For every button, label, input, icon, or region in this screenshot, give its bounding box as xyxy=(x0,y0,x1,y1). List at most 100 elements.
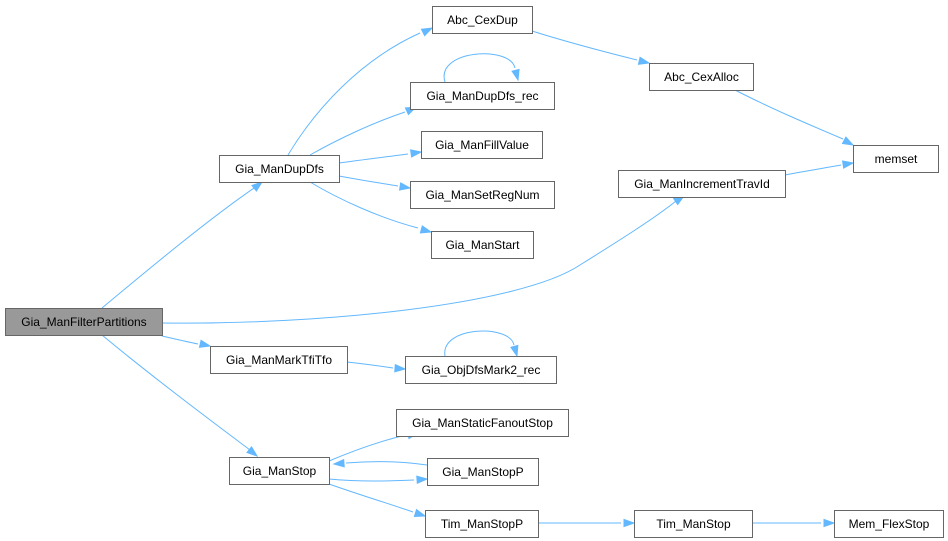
node-memset[interactable]: memset xyxy=(853,145,939,173)
node-box[interactable] xyxy=(432,6,533,34)
edge-timstop-to-memflex xyxy=(752,518,836,528)
node-layer: Gia_ManFilterPartitions Gia_ManDupDfs Abc_… xyxy=(5,6,944,538)
node-box[interactable] xyxy=(219,155,340,183)
edge-arrowhead xyxy=(246,446,259,457)
node-label[interactable]: Gia_ManStaticFanoutStop xyxy=(412,416,553,430)
edge-root-to-marktfi xyxy=(161,335,212,348)
node-label[interactable]: Gia_ManFillValue xyxy=(435,138,529,152)
edge-manstop-to-manstopp xyxy=(328,475,429,485)
node-dupdfs[interactable]: Gia_ManDupDfs xyxy=(219,155,340,183)
edge-dupdfs-to-start xyxy=(309,181,433,234)
edge-line xyxy=(346,361,394,369)
node-box[interactable] xyxy=(427,458,539,486)
node-setregnum[interactable]: Gia_ManSetRegNum xyxy=(410,181,555,209)
node-box[interactable] xyxy=(853,145,939,173)
edge-manstopp-to-manstop xyxy=(332,458,428,468)
node-label[interactable]: Mem_FlexStop xyxy=(849,517,930,531)
edge-line xyxy=(328,483,414,513)
node-label[interactable]: Gia_ManMarkTfiTfo xyxy=(226,353,332,367)
edge-line xyxy=(309,181,419,229)
edge-layer xyxy=(101,27,855,528)
edge-timstopp-to-timstop xyxy=(538,518,636,528)
node-label[interactable]: Gia_ObjDfsMark2_rec xyxy=(422,363,541,377)
node-timstopp[interactable]: Tim_ManStopP xyxy=(425,510,539,538)
node-inctravid[interactable]: Gia_ManIncrementTravId xyxy=(618,170,786,198)
node-label[interactable]: Gia_ManStopP xyxy=(442,465,523,479)
node-start[interactable]: Gia_ManStart xyxy=(431,231,534,259)
edge-line xyxy=(287,32,421,156)
edge-cexdup-to-cexalloc xyxy=(531,30,651,65)
node-cexdup[interactable]: Abc_CexDup xyxy=(432,6,533,34)
edge-dfsmark2-to-dfsmark2 xyxy=(444,330,519,358)
edge-dupdfsrec-to-dupdfsrec xyxy=(443,53,520,83)
edge-arrowhead xyxy=(251,181,264,192)
node-box[interactable] xyxy=(410,181,555,209)
edge-dupdfs-to-fillvalue xyxy=(338,149,423,164)
node-staticfanout[interactable]: Gia_ManStaticFanoutStop xyxy=(396,409,569,437)
node-box[interactable] xyxy=(618,170,786,198)
edge-line xyxy=(328,434,407,462)
node-dfsmark2[interactable]: Gia_ObjDfsMark2_rec xyxy=(405,356,557,384)
edge-cexalloc-to-memset xyxy=(734,89,855,146)
node-box[interactable] xyxy=(396,409,569,437)
edge-arrowhead xyxy=(510,344,519,358)
node-box[interactable] xyxy=(210,346,348,374)
edge-line xyxy=(444,330,515,357)
edge-root-to-inctravid xyxy=(161,195,686,324)
edge-dupdfs-to-dupdfsrec xyxy=(309,106,418,156)
edge-arrowhead xyxy=(511,68,520,82)
edge-line xyxy=(161,335,199,345)
node-marktfi[interactable]: Gia_ManMarkTfiTfo xyxy=(210,346,348,374)
node-manstopp[interactable]: Gia_ManStopP xyxy=(427,458,539,486)
node-label[interactable]: Gia_ManDupDfs_rec xyxy=(426,89,538,103)
edge-line xyxy=(734,89,844,140)
edge-line xyxy=(101,334,251,451)
node-dupdfsrec[interactable]: Gia_ManDupDfs_rec xyxy=(410,82,555,110)
edge-arrowhead xyxy=(416,475,429,485)
edge-arrowhead xyxy=(637,56,651,65)
node-label[interactable]: Gia_ManDupDfs xyxy=(235,162,324,176)
node-label[interactable]: Gia_ManIncrementTravId xyxy=(634,177,770,191)
edge-arrowhead xyxy=(419,225,433,234)
edge-line xyxy=(443,53,516,83)
node-cexalloc[interactable]: Abc_CexAlloc xyxy=(649,63,754,91)
edge-dupdfs-to-cexdup xyxy=(287,27,434,156)
edge-root-to-dupdfs xyxy=(101,181,264,309)
node-box[interactable] xyxy=(5,308,163,336)
node-label[interactable]: Abc_CexAlloc xyxy=(664,70,739,84)
node-memflex[interactable]: Mem_FlexStop xyxy=(834,510,944,538)
edge-dupdfs-to-setregnum xyxy=(338,175,412,191)
edge-arrowhead xyxy=(394,363,407,373)
node-label[interactable]: Tim_ManStop xyxy=(656,517,731,531)
node-box[interactable] xyxy=(634,510,753,538)
edge-line xyxy=(345,461,428,466)
node-box[interactable] xyxy=(649,63,754,91)
node-box[interactable] xyxy=(410,82,555,110)
node-label[interactable]: Tim_ManStopP xyxy=(441,517,523,531)
edge-line xyxy=(328,478,415,482)
node-root[interactable]: Gia_ManFilterPartitions xyxy=(5,308,163,336)
node-box[interactable] xyxy=(834,510,944,538)
node-box[interactable] xyxy=(431,231,534,259)
edge-manstop-to-timstopp xyxy=(328,483,427,518)
edge-line xyxy=(309,111,406,156)
node-label[interactable]: Gia_ManFilterPartitions xyxy=(21,315,146,329)
edge-arrowhead xyxy=(413,508,427,518)
edge-arrowhead xyxy=(198,339,212,348)
edge-marktfi-to-dfsmark2 xyxy=(346,361,407,373)
node-timstop[interactable]: Tim_ManStop xyxy=(634,510,753,538)
node-fillvalue[interactable]: Gia_ManFillValue xyxy=(421,131,543,159)
edge-root-to-manstop xyxy=(101,334,259,457)
node-label[interactable]: Gia_ManStart xyxy=(445,238,520,252)
node-label[interactable]: Gia_ManStop xyxy=(243,464,317,478)
node-manstop[interactable]: Gia_ManStop xyxy=(229,457,330,485)
node-box[interactable] xyxy=(421,131,543,159)
edge-line xyxy=(338,153,409,164)
edge-arrowhead xyxy=(623,518,636,528)
node-box[interactable] xyxy=(425,510,539,538)
node-label[interactable]: Abc_CexDup xyxy=(447,13,518,27)
node-label[interactable]: Gia_ManSetRegNum xyxy=(425,188,539,202)
node-label[interactable]: memset xyxy=(875,152,918,166)
node-box[interactable] xyxy=(405,356,557,384)
node-box[interactable] xyxy=(229,457,330,485)
